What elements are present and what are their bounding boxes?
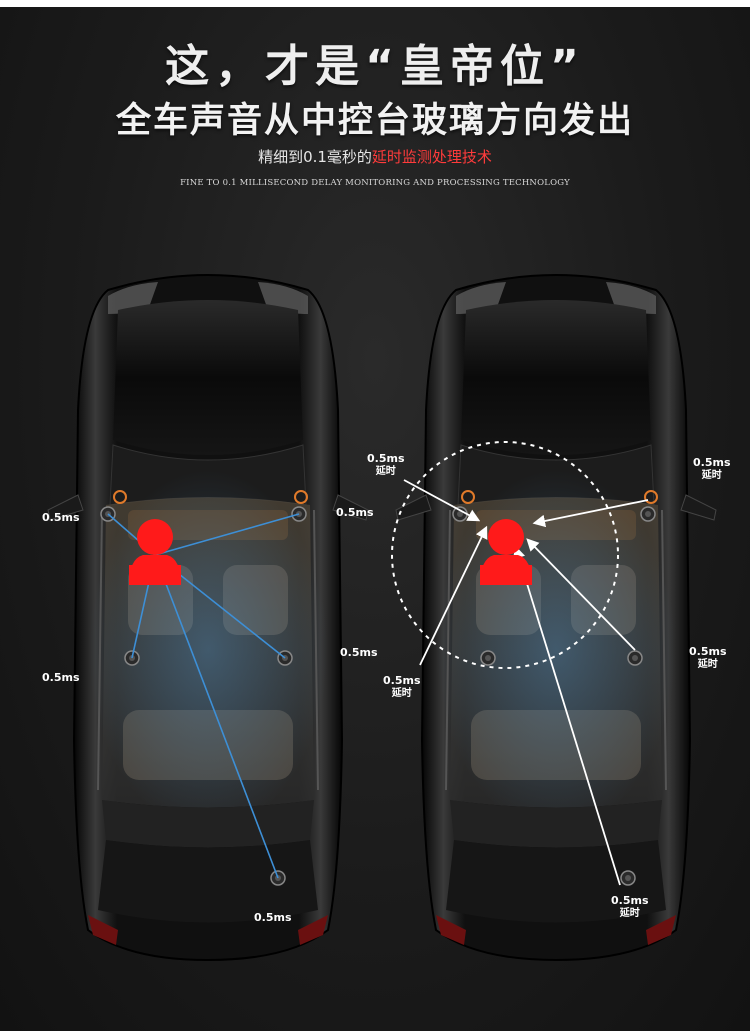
top-border [0,0,750,7]
right-label-mid-right-value: 0.5ms [689,645,727,658]
right-label-mid-left: 0.5ms 延时 [383,674,421,700]
right-label-top-left-value: 0.5ms [367,452,405,465]
right-car [395,274,717,961]
right-label-mid-left-sub: 延时 [391,688,412,699]
right-label-rear: 0.5ms 延时 [611,894,649,920]
tagline-prefix: 精细到0.1毫秒的 [258,148,372,166]
right-label-top-left-sub: 延时 [375,466,396,477]
headline: 这，才是“皇帝位” [165,41,585,92]
english-tagline: FINE TO 0.1 MILLISECOND DELAY MONITORING… [180,178,570,188]
right-delay-arrows [403,479,649,886]
subheadline: 全车声音从中控台玻璃方向发出 [115,101,634,141]
left-car [47,274,369,961]
left-label-rear: 0.5ms [254,911,292,924]
left-label-mid-left: 0.5ms [42,671,80,684]
left-label-mid-right: 0.5ms [340,646,378,659]
tagline-highlight: 延时监测处理技术 [371,148,492,166]
right-label-mid-left-value: 0.5ms [383,674,421,687]
right-label-top-left: 0.5ms 延时 [367,452,405,478]
left-label-front-left: 0.5ms [42,511,80,524]
right-label-top-right: 0.5ms 延时 [693,456,731,482]
right-label-top-right-sub: 延时 [701,470,722,481]
right-label-mid-right: 0.5ms 延时 [689,645,727,671]
left-label-front-right: 0.5ms [336,506,374,519]
virtual-soundstage-circle [391,441,619,669]
right-label-rear-sub: 延时 [619,908,640,919]
tagline: 精细到0.1毫秒的延时监测处理技术 [0,146,750,167]
right-label-mid-right-sub: 延时 [697,659,718,670]
right-label-top-right-value: 0.5ms [693,456,731,469]
right-label-rear-value: 0.5ms [611,894,649,907]
